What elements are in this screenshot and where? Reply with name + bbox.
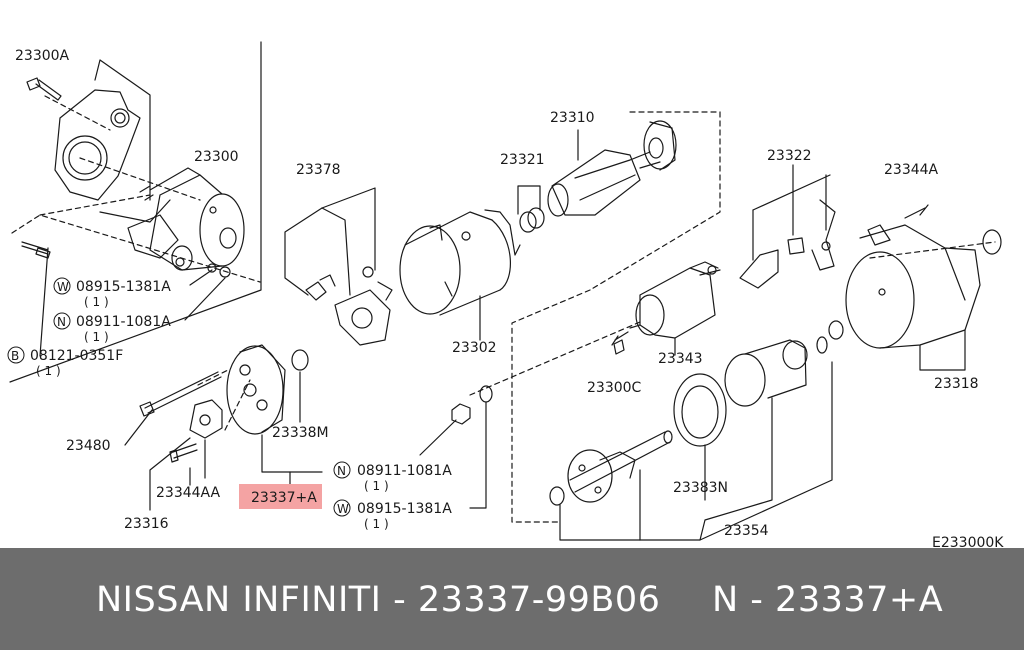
label-23383n: 23383N xyxy=(673,480,728,496)
label-n1: 08911-1081A xyxy=(76,314,171,330)
leader-w1 xyxy=(189,269,213,286)
label-23300c: 23300C xyxy=(587,380,642,396)
yoke-part xyxy=(399,209,521,341)
part-labels: 23300A 23300 W 08915-1381A ( 1 ) N 08911… xyxy=(7,48,1004,548)
qty-w1: ( 1 ) xyxy=(84,295,109,309)
solenoid-part xyxy=(611,261,721,356)
circle-w-icon xyxy=(53,277,71,295)
part-number-banner: NISSAN INFINITI - 23337-99B06 N - 23337+… xyxy=(0,548,1024,650)
exploded-view-svg: 23300A 23300 W 08915-1381A ( 1 ) N 08911… xyxy=(7,41,1004,548)
label-w2: 08915-1381A xyxy=(357,501,452,517)
diagram-code: E233000K xyxy=(932,535,1004,548)
parts-diagram: 23300A 23300 W 08915-1381A ( 1 ) N 08911… xyxy=(7,41,1005,548)
brush-holder-part xyxy=(284,187,393,346)
label-w1: 08915-1381A xyxy=(76,279,171,295)
highlight-box xyxy=(239,484,322,509)
label-23338m: 23338M xyxy=(272,425,329,441)
label-b1: 08121-0351F xyxy=(30,348,123,364)
shift-lever-part xyxy=(739,164,836,289)
overrunning-clutch-part xyxy=(639,339,808,541)
stop-ring-part xyxy=(699,320,844,541)
dashed-left-lower xyxy=(197,369,251,431)
leader-dashed-left xyxy=(11,95,261,283)
label-23318: 23318 xyxy=(934,376,979,392)
circle-b-icon xyxy=(7,346,25,364)
circle-w2-icon xyxy=(333,499,351,517)
circle-n2-letter: N xyxy=(337,464,346,478)
banner-ref-text: N - 23337+A xyxy=(712,580,944,620)
label-23344a: 23344A xyxy=(884,162,939,178)
label-23310: 23310 xyxy=(550,110,595,126)
qty-b1: ( 1 ) xyxy=(36,364,61,378)
label-23300a: 23300A xyxy=(15,48,70,64)
pinion-shaft-part xyxy=(549,430,673,541)
starter-assembly-part xyxy=(127,167,245,271)
qty-n1: ( 1 ) xyxy=(84,330,109,344)
label-23321: 23321 xyxy=(500,152,545,168)
label-23300: 23300 xyxy=(194,149,239,165)
leader-n1 xyxy=(184,277,226,321)
label-23480: 23480 xyxy=(66,438,111,454)
circle-b-letter: B xyxy=(11,349,19,363)
label-23302: 23302 xyxy=(452,340,497,356)
label-23343: 23343 xyxy=(658,351,703,367)
qty-n2: ( 1 ) xyxy=(364,479,389,493)
bolt-08121-part xyxy=(21,241,231,357)
dashed-frame-center xyxy=(469,111,721,523)
through-bolt-part xyxy=(124,371,222,446)
label-n2: 08911-1081A xyxy=(357,463,452,479)
nut-washer-part xyxy=(419,385,493,509)
label-23322: 23322 xyxy=(767,148,812,164)
circle-w2-letter: W xyxy=(337,502,349,516)
banner-part-text: NISSAN INFINITI - 23337-99B06 xyxy=(96,580,661,620)
circle-n2-icon xyxy=(333,461,351,479)
label-23344aa: 23344AA xyxy=(156,485,221,501)
frame-divider xyxy=(9,41,262,383)
label-23316: 23316 xyxy=(124,516,169,532)
label-23337a-highlighted: 23337+A xyxy=(251,490,317,506)
qty-w2: ( 1 ) xyxy=(364,517,389,531)
dashed-right xyxy=(869,241,996,259)
circle-w-letter: W xyxy=(57,280,69,294)
armature-part xyxy=(517,129,661,233)
gear-case-part xyxy=(845,204,1002,371)
label-23354: 23354 xyxy=(724,523,769,539)
bolt-23300a-part xyxy=(26,77,62,101)
label-23378: 23378 xyxy=(296,162,341,178)
end-cover-disc-part xyxy=(643,120,677,171)
housing-sketch-part xyxy=(54,59,171,223)
circle-n-letter: N xyxy=(57,315,66,329)
brush-plate-part xyxy=(149,399,223,511)
circle-n-icon xyxy=(53,312,71,330)
